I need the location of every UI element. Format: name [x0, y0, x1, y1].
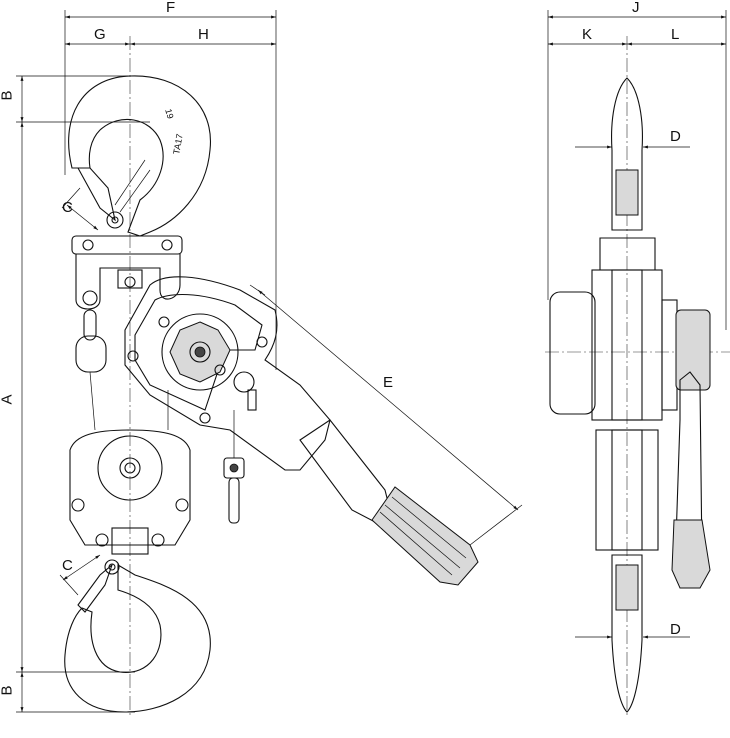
dim-label-c-top: C [62, 199, 73, 216]
dimension-lines-front [16, 10, 523, 716]
dim-label-d-top: D [670, 128, 681, 145]
bottom-hook [64, 559, 211, 713]
dim-label-e: E [383, 374, 394, 391]
hook-code-marking: TA17 [171, 133, 184, 155]
bottom-hook-block [69, 429, 191, 555]
release-lever [223, 410, 245, 524]
lever-handle [299, 419, 479, 586]
dim-label-k: K [582, 26, 593, 43]
side-view-hoist [549, 77, 711, 713]
dim-label-g: G [94, 26, 106, 43]
dim-label-b-bottom: B [0, 685, 16, 696]
dim-label-d-bottom: D [670, 621, 681, 638]
dim-label-a: A [0, 394, 16, 405]
hook-size-marking: 19 [163, 108, 175, 120]
dim-label-j: J [632, 0, 640, 16]
dim-label-f: F [166, 0, 176, 16]
top-hook: 19 TA17 [68, 75, 211, 237]
load-chain [75, 309, 169, 431]
top-suspension-block [71, 235, 183, 310]
dim-label-c-bottom: C [62, 557, 73, 574]
dim-label-h: H [198, 26, 209, 43]
dim-label-b-top: B [0, 90, 16, 101]
lever-housing [124, 276, 331, 471]
dim-label-l: L [671, 26, 680, 43]
dimension-lines-side [545, 10, 730, 716]
